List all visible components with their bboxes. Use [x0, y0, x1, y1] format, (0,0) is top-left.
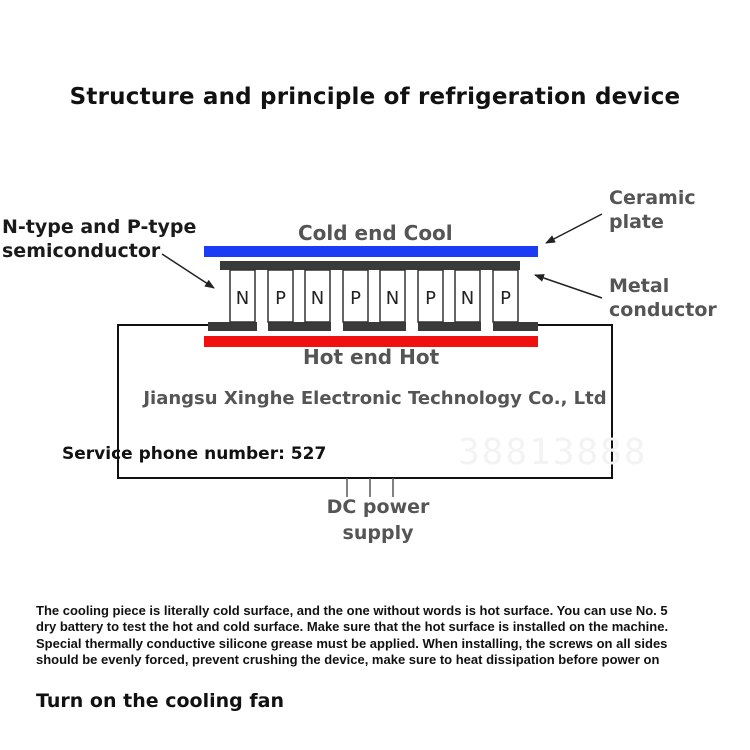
- dc-power-label: DC power supply: [300, 494, 456, 546]
- bottom-metal-conductor-4: [418, 322, 481, 331]
- semiconductor-body: [492, 269, 519, 323]
- semiconductor-n-3: N: [304, 269, 331, 323]
- dc-power-label-line1: DC power: [326, 496, 430, 518]
- bottom-metal-conductor-2: [268, 322, 331, 331]
- semiconductor-arrow: [161, 253, 215, 289]
- top-metal-conductor-1: [220, 261, 295, 270]
- semiconductor-n-1: N: [229, 269, 256, 323]
- semiconductor-body: [304, 269, 331, 323]
- cold-end-label: Cold end Cool: [298, 221, 453, 245]
- semiconductor-body: [342, 269, 369, 323]
- top-metal-conductor-4: [445, 261, 520, 270]
- installation-note: The cooling piece is literally cold surf…: [36, 603, 669, 667]
- watermark-number: 38813888: [458, 432, 648, 473]
- semiconductor-body: [379, 269, 406, 323]
- ceramic-plate-label-line1: Ceramic: [609, 187, 696, 209]
- page-title: Structure and principle of refrigeration…: [69, 84, 681, 110]
- top-metal-conductor-2: [295, 261, 370, 270]
- ceramic-plate-arrow: [545, 213, 603, 244]
- bottom-metal-conductor-1: [208, 322, 257, 331]
- metal-conductor-label: Metal conductor: [609, 274, 717, 322]
- bottom-metal-conductor-5: [493, 322, 538, 331]
- semiconductor-type-label: N: [386, 288, 399, 309]
- top-metal-conductor-3: [370, 261, 445, 270]
- semiconductor-type-label: P: [350, 288, 361, 309]
- semiconductor-n-5: N: [379, 269, 406, 323]
- semiconductor-body: [267, 269, 294, 323]
- semiconductor-type-label: N: [236, 288, 249, 309]
- semiconductor-label: N-type and P-type semiconductor: [2, 215, 196, 263]
- semiconductor-type-label: P: [275, 288, 286, 309]
- metal-conductor-arrow: [534, 274, 603, 299]
- dc-power-label-line2: supply: [342, 522, 414, 544]
- bottom-metal-conductor-3: [343, 322, 406, 331]
- semiconductor-body: [229, 269, 256, 323]
- semiconductor-n-7: N: [454, 269, 481, 323]
- semiconductor-type-label: N: [461, 288, 474, 309]
- semiconductor-label-line1: N-type and P-type: [2, 216, 197, 238]
- metal-conductor-label-line1: Metal: [609, 275, 670, 297]
- metal-conductor-label-line2: conductor: [609, 299, 717, 321]
- semiconductor-p-6: P: [417, 269, 444, 323]
- hot-ceramic-plate: [204, 336, 538, 347]
- semiconductor-label-line2: semiconductor: [2, 240, 161, 262]
- semiconductor-p-4: P: [342, 269, 369, 323]
- cold-ceramic-plate: [204, 246, 538, 257]
- company-name: Jiangsu Xinghe Electronic Technology Co.…: [143, 388, 607, 409]
- ceramic-plate-label: Ceramic plate: [609, 186, 696, 234]
- semiconductor-p-8: P: [492, 269, 519, 323]
- semiconductor-type-label: N: [311, 288, 324, 309]
- semiconductor-p-2: P: [267, 269, 294, 323]
- semiconductor-body: [454, 269, 481, 323]
- semiconductor-type-label: P: [500, 288, 511, 309]
- hot-end-label: Hot end Hot: [303, 345, 440, 369]
- semiconductor-body: [417, 269, 444, 323]
- ceramic-plate-label-line2: plate: [609, 211, 664, 233]
- circuit-wire: [117, 324, 613, 479]
- service-phone: Service phone number: 527: [62, 444, 327, 464]
- cooling-fan-instruction: Turn on the cooling fan: [36, 690, 284, 712]
- semiconductor-type-label: P: [425, 288, 436, 309]
